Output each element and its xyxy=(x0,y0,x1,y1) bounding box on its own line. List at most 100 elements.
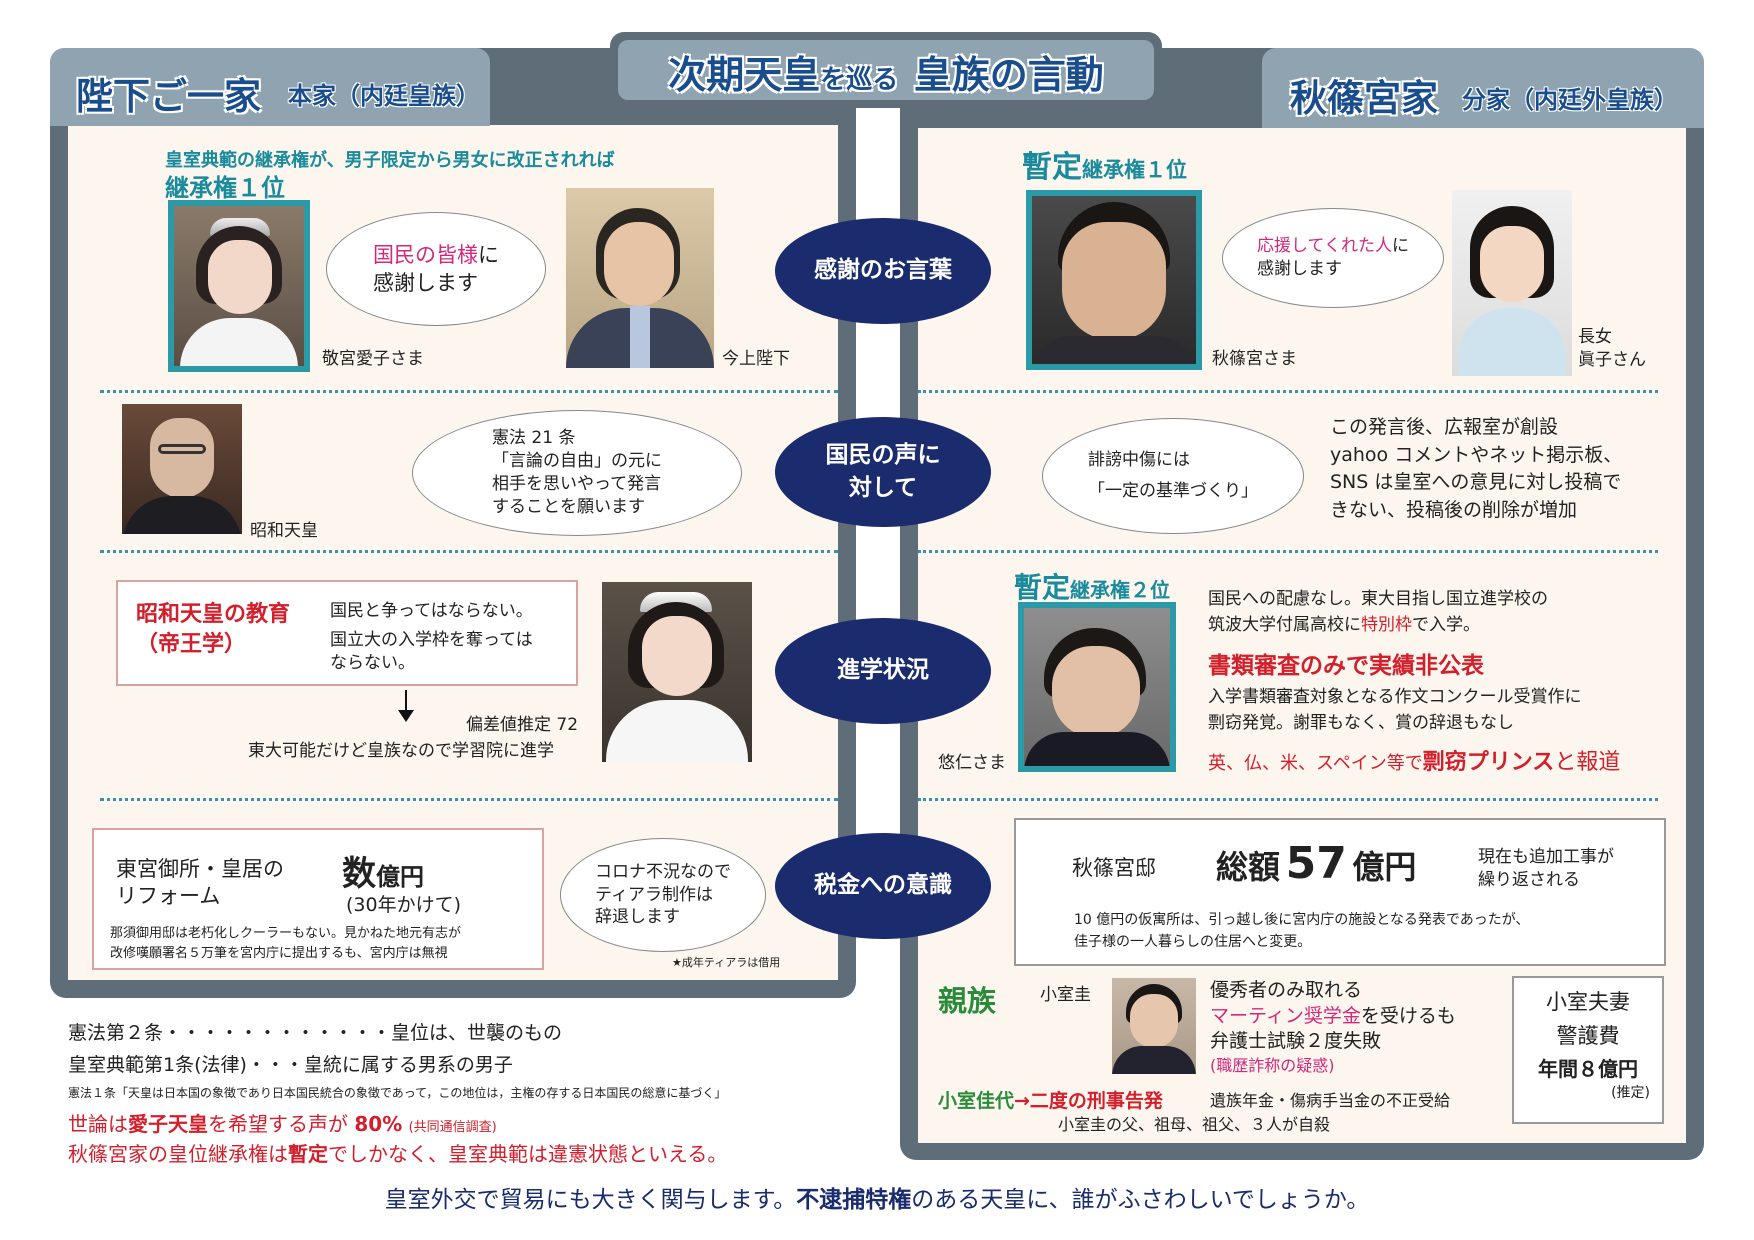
reform-amount-number: 数 xyxy=(342,854,376,894)
komuro-line-2b: を受けるも xyxy=(1360,1004,1456,1027)
oval-tax: 税金への意識 xyxy=(775,833,991,939)
left-panel-subtitle: 本家（内廷皇族） xyxy=(288,82,480,110)
reform-title-line-1: 東宮御所・皇居の xyxy=(116,857,284,881)
law-article-1: 憲法１条「天皇は日本国の象徴であり日本国民統合の象徴であって，この地位は，主権の… xyxy=(68,1086,727,1100)
oval-gratitude: 感謝のお言葉 xyxy=(775,218,991,324)
guard-cost-estimate: (推定) xyxy=(1611,1085,1650,1102)
header-title-part-1: 次期天皇 xyxy=(668,53,821,97)
komuro-line-3: 弁護士試験２度失敗 xyxy=(1210,1030,1382,1053)
bubble-slander-line-2: 「一定の基準づくり」 xyxy=(1088,481,1258,501)
footer-message: 皇室外交で貿易にも大きく関与します。不逮捕特権のある天皇に、誰がふさわしいでしょ… xyxy=(0,1180,1754,1214)
right-header-tab xyxy=(1262,48,1704,128)
reform-title: 東宮御所・皇居の リフォーム xyxy=(116,856,284,911)
bubble-free-speech-line-2: 「言論の自由」の元に xyxy=(492,451,662,472)
conclusion-c: でしかなく、皇室典範は違憲状態といえる。 xyxy=(328,1142,728,1166)
footer-c: のある天皇に、誰がふさわしいでしょうか。 xyxy=(911,1187,1370,1213)
aiko-photo-2 xyxy=(602,582,752,762)
extra-construction: 現在も追加工事が 繰り返される xyxy=(1478,846,1614,892)
hisahito-headline: 書類審査のみで実績非公表 xyxy=(1208,653,1484,679)
nasu-note-line-2: 改修嘆願署名５万筆を宮内庁に提出するも、宮内庁は無視 xyxy=(110,945,448,961)
aiko-photo xyxy=(168,200,310,372)
poll-line: 世論は愛子天皇を希望する声が 80% (共同通信調査) xyxy=(68,1108,497,1137)
poll-a: 世論は xyxy=(68,1112,128,1136)
bubble-thanks-akishino-text: 応援してくれた人に感謝します xyxy=(1257,235,1409,281)
pr-office-line-2: yahoo コメントやネット掲示板、 xyxy=(1330,443,1623,466)
conclusion-a: 秋篠宮家の皇位継承権は xyxy=(68,1142,288,1166)
bubble-tiara-line-2: ティアラ制作は xyxy=(595,884,713,905)
hisahito-line-4: 剽窃発覚。謝罪もなく、賞の辞退もなし xyxy=(1208,713,1514,733)
tiara-note: ★成年ティアラは借用 xyxy=(672,956,781,969)
mako-photo xyxy=(1452,190,1572,376)
bubble-thanks-emperor-highlight: 国民の皆様 xyxy=(373,242,478,267)
residence-total-label: 総額 xyxy=(1216,848,1281,886)
bubble-thanks-akishino: 応援してくれた人に感謝します xyxy=(1222,208,1444,308)
hisahito-photo xyxy=(1018,602,1176,772)
oval-education: 進学状況 xyxy=(775,618,991,724)
hisahito-line-1: 国民への配慮なし。東大目指し国立進学校の xyxy=(1208,589,1548,609)
header-banner-inner xyxy=(618,40,1154,100)
divider-2-right xyxy=(918,550,1658,553)
education-text-line-2: 国立大の入学枠を奪っては xyxy=(330,629,533,650)
hisahito-name: 悠仁さま xyxy=(938,753,1006,773)
bubble-thanks-emperor-particle: に xyxy=(478,242,499,267)
pr-office-line-4: きない、投稿後の削除が増加 xyxy=(1330,498,1578,521)
temporary-residence-note: 10 億円の仮寓所は、引っ越し後に宮内庁の施設となる発表であったが、 佳子様の一… xyxy=(1074,910,1529,953)
header-title-part-2: を巡る xyxy=(820,65,899,95)
kayo-family-note: 小室圭の父、祖母、祖父、３人が自殺 xyxy=(1058,1115,1331,1134)
emperor-photo xyxy=(566,188,714,368)
residence-total-unit: 億円 xyxy=(1352,848,1417,886)
education-text: 国民と争ってはならない。 国立大の入学枠を奪っては ならない。 xyxy=(330,600,533,675)
bubble-thanks-akishino-particle: に xyxy=(1391,236,1409,257)
poll-c: を希望する声が xyxy=(208,1112,348,1136)
divider-3-right xyxy=(918,798,1658,801)
bubble-tiara: コロナ不況なので ティアラ制作は 辞退します xyxy=(560,838,766,952)
kayo-name: 小室佳代 xyxy=(938,1090,1015,1112)
guard-cost-line-2: 警護費 xyxy=(1556,1023,1620,1048)
oval-public-voice-line-1: 国民の声に xyxy=(825,441,941,468)
divider-2-left xyxy=(100,550,838,553)
nasu-note-line-1: 那須御用邸は老朽化しクーラーもない。見かねた地元有志が xyxy=(110,926,462,941)
down-arrow-head-icon xyxy=(398,710,414,722)
oval-gratitude-label: 感謝のお言葉 xyxy=(814,257,952,284)
bubble-slander-text: 誹謗中傷には 「一定の基準づくり」 xyxy=(1088,449,1258,503)
akishino-name: 秋篠宮さま xyxy=(1212,349,1297,369)
provisional-rank-2-prefix: 暫定 xyxy=(1014,571,1071,604)
guard-cost-box xyxy=(1512,976,1664,1124)
pr-office-note: この発言後、広報室が創設 yahoo コメントやネット掲示板、 SNS は皇室へ… xyxy=(1330,414,1622,524)
mako-name-line-1: 長女 xyxy=(1578,327,1612,347)
komuro-scholarship: マーティン奨学金 xyxy=(1210,1004,1361,1027)
education-text-line-1: 国民と争ってはならない。 xyxy=(330,601,533,621)
education-title-line-2: （帝王学） xyxy=(136,631,247,657)
bubble-free-speech: 憲法 21 条 「言論の自由」の元に 相手を思いやって発言 することを願います xyxy=(412,410,742,536)
residence-box xyxy=(1014,818,1666,966)
komuro-line-1: 優秀者のみ取れる xyxy=(1210,979,1363,1001)
education-title: 昭和天皇の教育 （帝王学） xyxy=(136,600,290,659)
pr-office-line-3: SNS は皇室への意見に対し投稿で xyxy=(1330,471,1622,494)
bubble-thanks-emperor-line-2: 感謝します xyxy=(373,271,478,295)
header-title: 次期天皇を巡る 皇族の言動 xyxy=(618,44,1154,99)
hisahito-line-5a: 英、仏、米、スペイン等で xyxy=(1208,753,1423,774)
bubble-free-speech-text: 憲法 21 条 「言論の自由」の元に 相手を思いやって発言 することを願います xyxy=(492,427,662,519)
komuro-name: 小室圭 xyxy=(1040,985,1091,1005)
reform-title-line-2: リフォーム xyxy=(116,884,221,909)
education-title-line-1: 昭和天皇の教育 xyxy=(136,602,291,627)
provisional-rank-2-label: 継承権２位 xyxy=(1070,578,1171,602)
divider-3-left xyxy=(100,798,838,801)
komuro-details: 優秀者のみ取れる マーティン奨学金を受けるも 弁護士試験２度失敗 (職歴詐称の疑… xyxy=(1210,978,1456,1077)
showa-photo xyxy=(122,404,242,534)
oval-education-label: 進学状況 xyxy=(837,657,929,684)
law-article-2: 憲法第２条・・・・・・・・・・・・皇位は、世襲のもの xyxy=(68,1022,563,1044)
poll-aiko: 愛子天皇 xyxy=(128,1112,208,1136)
bubble-free-speech-line-1: 憲法 21 条 xyxy=(492,428,576,449)
bubble-tiara-line-3: 辞退します xyxy=(595,907,680,928)
hisahito-special-quota: 特別枠 xyxy=(1361,615,1412,635)
showa-name: 昭和天皇 xyxy=(250,521,318,541)
bubble-thanks-akishino-highlight: 応援してくれた人 xyxy=(1257,236,1392,257)
oval-public-voice-label: 国民の声に対して xyxy=(826,439,941,506)
extra-construction-line-2: 繰り返される xyxy=(1478,869,1580,890)
guard-cost-amount: 年間８億円 xyxy=(1538,1057,1638,1082)
poll-percent: 80% xyxy=(354,1112,403,1136)
mako-name: 長女 眞子さん xyxy=(1578,326,1646,372)
komuro-photo xyxy=(1112,978,1196,1074)
bubble-slander-line-1: 誹謗中傷には xyxy=(1088,450,1190,471)
